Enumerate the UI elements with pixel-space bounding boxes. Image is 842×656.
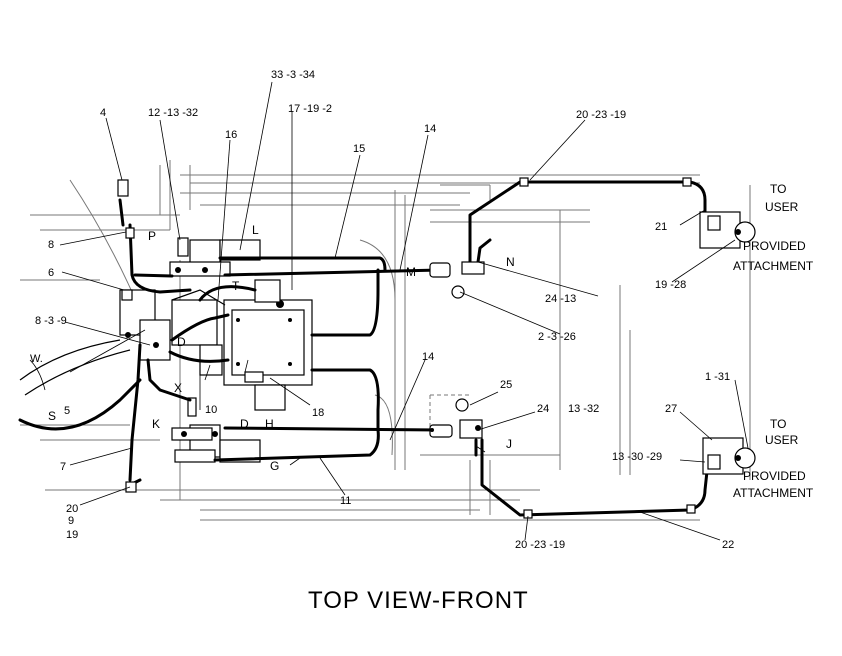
callout-20-23-19-top: 20 -23 -19 (576, 109, 626, 121)
callout-22: 22 (722, 539, 734, 551)
callout-17-19-2: 17 -19 -2 (288, 103, 332, 115)
callout-7: 7 (60, 461, 66, 473)
top-provided-label: PROVIDED (743, 239, 806, 253)
callout-24: 24 (537, 403, 549, 415)
callout-H: H (265, 417, 274, 431)
callout-1-31: 1 -31 (705, 371, 730, 383)
bottom-provided-label: PROVIDED (743, 469, 806, 483)
callout-16: 16 (225, 129, 237, 141)
callout-X: X (174, 381, 182, 395)
callout-5: 5 (64, 405, 70, 417)
bottom-user-label: USER (765, 433, 799, 447)
top-to-label: TO (770, 182, 786, 196)
callout-G: G (270, 459, 279, 473)
callout-14-top: 14 (424, 123, 436, 135)
top-attachment-label: ATTACHMENT (733, 259, 814, 273)
leader-lines (59, 81, 749, 541)
bottom-attachment-label: ATTACHMENT (733, 486, 814, 500)
control-valve-block (223, 279, 313, 411)
left-manifold (119, 289, 226, 376)
callout-8-3-9: 8 -3 -9 (35, 315, 67, 327)
callout-14-bot: 14 (422, 351, 434, 363)
callout-6: 6 (48, 267, 54, 279)
callout-15: 15 (353, 143, 365, 155)
diagram-title: TOP VIEW-FRONT (308, 587, 529, 614)
callout-19: 19 (66, 529, 78, 541)
callout-33-3-34: 33 -3 -34 (271, 69, 315, 81)
callout-10: 10 (205, 404, 217, 416)
callout-13-30-29: 13 -30 -29 (612, 451, 662, 463)
callout-W: W. (30, 353, 43, 365)
upper-cylinder (169, 237, 261, 277)
attachment-valves (699, 211, 756, 475)
callout-N: N (506, 255, 515, 269)
user-attachment-labels: TO USER PROVIDED ATTACHMENT TO USER PROV… (733, 182, 814, 500)
callout-20: 20 (66, 503, 78, 515)
bottom-to-label: TO (770, 417, 786, 431)
callout-18: 18 (312, 407, 324, 419)
hoses (18, 180, 710, 517)
callout-13-32: 13 -32 (568, 403, 599, 415)
callout-20-23-19-bottom: 20 -23 -19 (515, 539, 565, 551)
callout-25: 25 (500, 379, 512, 391)
fittings (117, 177, 696, 519)
callout-P: P (148, 229, 156, 243)
callout-D-bot: D (240, 417, 249, 431)
callout-T: T (232, 279, 240, 293)
bottom-fitting (254, 384, 286, 411)
callout-J: J (506, 437, 512, 451)
callout-21: 21 (655, 221, 667, 233)
callout-19-28: 19 -28 (655, 279, 686, 291)
callout-S: S (48, 409, 56, 423)
callout-27: 27 (665, 403, 677, 415)
callout-D-top: D (177, 335, 186, 349)
top-user-label: USER (765, 200, 799, 214)
valve-face (231, 309, 305, 376)
callout-4: 4 (100, 107, 106, 119)
callout-11: 11 (340, 495, 351, 507)
lower-cylinder (171, 397, 261, 463)
callout-K: K (152, 417, 160, 431)
callout-24-13: 24 -13 (545, 293, 576, 305)
callout-M: M (406, 265, 416, 279)
frame-outlines (20, 160, 751, 521)
callout-2-3-26: 2 -3 -26 (538, 331, 576, 343)
callout-8: 8 (48, 239, 54, 251)
top-fitting (254, 279, 281, 303)
callout-L: L (252, 223, 259, 237)
callout-12-13-32: 12 -13 -32 (148, 107, 198, 119)
callout-labels: 4 12 -13 -32 33 -3 -34 17 -19 -2 16 15 1… (30, 69, 734, 551)
callout-9: 9 (68, 515, 74, 527)
